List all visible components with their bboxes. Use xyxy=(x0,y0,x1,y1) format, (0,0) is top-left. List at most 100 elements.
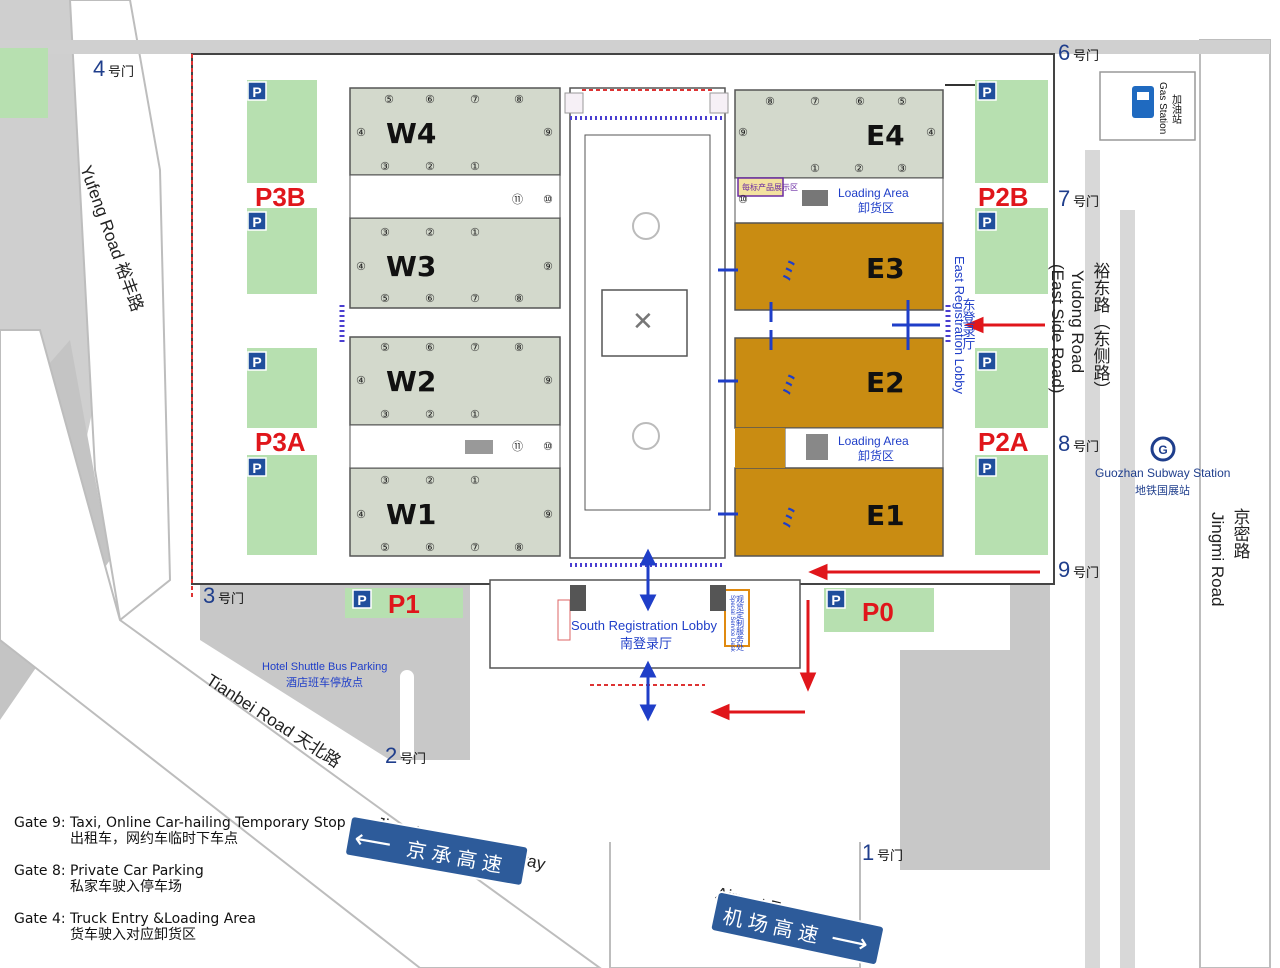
parking-p2b[interactable]: P2B xyxy=(978,182,1029,212)
parking-p3a[interactable]: P3A xyxy=(255,427,306,457)
hall-w3[interactable]: W3 xyxy=(386,250,436,283)
svg-text:2: 2 xyxy=(385,743,397,768)
e4-exhibit-box-label: 每标产品展示区 xyxy=(742,182,798,192)
service-desk-label-en: Special Service Desk xyxy=(729,595,735,653)
gate-8[interactable]: 8 号门 xyxy=(1058,431,1099,456)
parking-p0[interactable]: P0 xyxy=(862,597,894,627)
svg-text:⑤: ⑤ xyxy=(384,93,394,106)
road-jingmi-zh: 京密路 xyxy=(1231,508,1251,559)
svg-text:P: P xyxy=(982,354,991,370)
svg-text:⑤: ⑤ xyxy=(380,292,390,305)
gate-4[interactable]: 4 号门 xyxy=(93,56,134,81)
gate-6[interactable]: 6 号门 xyxy=(1058,40,1099,65)
svg-text:P: P xyxy=(982,460,991,476)
pedestrian-arrows xyxy=(639,268,940,722)
svg-text:④: ④ xyxy=(356,126,366,139)
gate-3[interactable]: 3 号门 xyxy=(203,583,244,608)
svg-text:酒店班车停放点: 酒店班车停放点 xyxy=(286,675,363,689)
vehicle-arrows xyxy=(710,316,1045,721)
svg-text:3: 3 xyxy=(203,583,215,608)
svg-text:②: ② xyxy=(854,162,864,175)
hall-e3[interactable]: E3 xyxy=(866,252,905,285)
svg-text:⑥: ⑥ xyxy=(425,341,435,354)
hotel-shuttle-parking[interactable]: Hotel Shuttle Bus Parking 酒店班车停放点 xyxy=(262,661,387,689)
svg-text:③: ③ xyxy=(380,160,390,173)
parking-p2a[interactable]: P2A xyxy=(978,427,1029,457)
svg-text:⑤: ⑤ xyxy=(897,95,907,108)
svg-text:⑩: ⑩ xyxy=(738,193,748,206)
svg-text:8: 8 xyxy=(1058,431,1070,456)
parking-p1[interactable]: P1 xyxy=(388,589,420,619)
left-arrow-icon: ⟵ xyxy=(352,823,394,859)
svg-text:④: ④ xyxy=(926,126,936,139)
svg-text:P: P xyxy=(252,84,261,100)
south-lobby-label-en[interactable]: South Registration Lobby xyxy=(571,618,717,633)
hall-w4[interactable]: W4 xyxy=(386,117,436,150)
hall-e4[interactable]: E4 xyxy=(866,119,905,152)
svg-text:Loading Area: Loading Area xyxy=(838,186,909,200)
svg-text:⑥: ⑥ xyxy=(855,95,865,108)
svg-text:④: ④ xyxy=(356,508,366,521)
svg-text:⑩: ⑩ xyxy=(543,193,553,206)
parking-p3b[interactable]: P3B xyxy=(255,182,306,212)
svg-text:③: ③ xyxy=(380,474,390,487)
subway-icon: G xyxy=(1158,443,1167,457)
svg-text:⑦: ⑦ xyxy=(470,292,480,305)
west-halls xyxy=(349,87,561,557)
legend-gate-9: Gate 9: Taxi, Online Car-hailing Tempora… xyxy=(14,815,346,847)
gate-7[interactable]: 7 号门 xyxy=(1058,186,1099,211)
gate-2[interactable]: 2 号门 xyxy=(385,743,426,768)
svg-text:⑨: ⑨ xyxy=(543,260,553,273)
svg-text:⑧: ⑧ xyxy=(514,93,524,106)
svg-text:⑧: ⑧ xyxy=(514,341,524,354)
subway-station[interactable]: G Guozhan Subway Station 地铁国展站 xyxy=(1095,436,1230,497)
svg-text:⑦: ⑦ xyxy=(470,341,480,354)
svg-text:P: P xyxy=(252,460,261,476)
gate-1[interactable]: 1 号门 xyxy=(862,840,903,865)
svg-text:1: 1 xyxy=(862,840,874,865)
hall-w1[interactable]: W1 xyxy=(386,498,436,531)
svg-text:P: P xyxy=(831,592,840,608)
svg-text:号门: 号门 xyxy=(218,592,244,607)
road-yudong-en2: (East Side Road) xyxy=(1048,264,1067,393)
svg-text:⑧: ⑧ xyxy=(765,95,775,108)
svg-text:号门: 号门 xyxy=(108,65,134,80)
svg-text:②: ② xyxy=(425,474,435,487)
svg-text:P: P xyxy=(252,354,261,370)
svg-text:号门: 号门 xyxy=(1073,49,1099,64)
svg-text:⑨: ⑨ xyxy=(543,126,553,139)
east-lobby xyxy=(339,84,975,345)
svg-text:②: ② xyxy=(425,408,435,421)
south-lobby xyxy=(489,579,801,669)
hall-w2[interactable]: W2 xyxy=(386,365,436,398)
loading-area-south[interactable]: Loading Area 卸货区 xyxy=(806,434,909,463)
svg-text:号门: 号门 xyxy=(400,752,426,767)
svg-text:④: ④ xyxy=(356,374,366,387)
svg-text:P: P xyxy=(357,592,366,608)
svg-text:⑩: ⑩ xyxy=(543,440,553,453)
svg-text:②: ② xyxy=(425,160,435,173)
svg-text:号门: 号门 xyxy=(877,849,903,864)
svg-text:7: 7 xyxy=(1058,186,1070,211)
hall-e2[interactable]: E2 xyxy=(866,366,905,399)
road-yudong-en1: Yudong Road xyxy=(1068,270,1087,373)
svg-text:ﾐ: ﾐ xyxy=(780,503,795,533)
east-lobby-label-en[interactable]: East Registration Lobby xyxy=(952,256,967,395)
gas-station[interactable]: Gas Station 加油站 xyxy=(1132,82,1182,134)
svg-text:⑤: ⑤ xyxy=(380,541,390,554)
loading-area-north[interactable]: Loading Area 卸货区 xyxy=(802,186,909,215)
svg-text:⑨: ⑨ xyxy=(738,126,748,139)
hall-e1[interactable]: E1 xyxy=(866,499,905,532)
legend: Gate 9: Taxi, Online Car-hailing Tempora… xyxy=(14,815,374,943)
svg-text:③: ③ xyxy=(897,162,907,175)
gate-9[interactable]: 9 号门 xyxy=(1058,557,1099,582)
svg-text:⑦: ⑦ xyxy=(470,541,480,554)
svg-text:⑧: ⑧ xyxy=(514,541,524,554)
svg-text:Loading Area: Loading Area xyxy=(838,434,909,448)
svg-text:Gas Station: Gas Station xyxy=(1157,82,1168,134)
svg-text:⑦: ⑦ xyxy=(810,95,820,108)
svg-text:④: ④ xyxy=(356,260,366,273)
svg-text:ﾐ: ﾐ xyxy=(780,256,795,286)
svg-text:⑦: ⑦ xyxy=(470,93,480,106)
svg-text:P: P xyxy=(982,84,991,100)
